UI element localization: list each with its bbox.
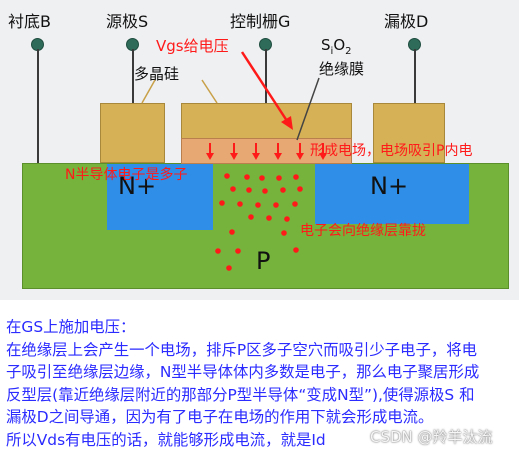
electron-dot xyxy=(284,216,290,222)
terminal-label-source: 源极S xyxy=(106,12,149,31)
n-electrons-annotation: N半导体电子是多子 xyxy=(65,167,188,183)
oxide-label: 绝缘膜 xyxy=(319,60,365,78)
electron-dot xyxy=(246,187,252,193)
electron-dot xyxy=(244,174,250,180)
drain-electrode xyxy=(373,103,445,163)
electron-dot xyxy=(281,230,287,236)
electron-dot xyxy=(259,175,265,181)
field-arrow-head xyxy=(252,153,260,160)
explanation-line: 在绝缘层上会产生一个电场，排斥P区多子空穴而吸引少子电子，将电 xyxy=(6,340,478,359)
electron-dot xyxy=(219,200,225,206)
electron-dot xyxy=(226,265,232,271)
electron-dot xyxy=(276,175,282,181)
electron-dot xyxy=(293,174,299,180)
field-arrow-head xyxy=(319,153,327,160)
source-terminal-wire xyxy=(132,49,134,103)
n-plus-left-label: N+ xyxy=(118,172,157,200)
explanation-line: 在GS上施加电压： xyxy=(6,318,136,336)
electron-dot xyxy=(235,248,241,254)
electron-dot xyxy=(230,186,236,192)
electron-dot xyxy=(292,201,298,207)
n-plus-right-label: N+ xyxy=(370,172,409,200)
electron-dot xyxy=(262,188,268,194)
polysilicon-leader-2 xyxy=(201,79,218,104)
polysilicon-leader xyxy=(141,79,156,104)
electron-dot xyxy=(248,214,254,220)
oxide-formula-label: SiO2 xyxy=(321,36,352,57)
explanation-line: 所以Vds有电压的话，就能够形成电流，就是Id xyxy=(6,430,326,449)
terminal-label-gate: 控制栅G xyxy=(230,12,291,31)
electrons xyxy=(215,173,303,271)
vgs-annotation: Vgs给电压 xyxy=(156,37,229,55)
field-arrow-head xyxy=(296,153,304,160)
electron-dot xyxy=(273,202,279,208)
explanation-line: 反型层(靠近绝缘层附近的那部分P型半导体“变成N型”),使得源极S 和 xyxy=(6,385,475,404)
oxide-leader xyxy=(296,77,320,141)
electron-dot xyxy=(280,187,286,193)
electron-dot xyxy=(215,248,221,254)
drain-terminal-wire xyxy=(414,49,416,103)
field-arrow-head xyxy=(230,153,238,160)
electron-dot xyxy=(237,201,243,207)
electron-dot xyxy=(255,202,261,208)
electron-move-annotation: 电子会向绝缘层靠拢 xyxy=(300,223,426,239)
explanation-text: 在GS上施加电压： 在绝缘层上会产生一个电场，排斥P区多子空穴而吸引少子电子，将… xyxy=(6,316,512,452)
csdn-watermark: CSDN @羚羊汰流 xyxy=(370,428,493,446)
n-plus-right-region xyxy=(315,164,469,224)
electron-dot xyxy=(229,229,235,235)
mosfet-diagram: 衬底B 源极S 控制栅G 漏极D 多晶硅 SiO2 绝缘膜 N+ N+ P Vg… xyxy=(0,0,519,300)
electron-dot xyxy=(293,247,299,253)
electron-dot xyxy=(224,173,230,179)
body-terminal-wire xyxy=(37,49,39,163)
terminal-label-drain: 漏极D xyxy=(384,12,429,31)
source-electrode xyxy=(100,103,165,163)
gate-polysilicon xyxy=(181,103,352,139)
field-arrow-head xyxy=(206,153,214,160)
diagram-overlay xyxy=(141,51,327,271)
p-substrate-label: P xyxy=(256,247,271,275)
vgs-arrow-shaft xyxy=(240,51,291,125)
n-plus-left-region xyxy=(107,164,213,230)
electron-dot xyxy=(266,215,272,221)
terminal-label-body: 衬底B xyxy=(8,12,51,31)
gate-terminal-wire xyxy=(265,49,267,103)
explanation-line: 漏极D之间导通，因为有了电子在电场的作用下就会形成电流。 xyxy=(6,408,434,427)
field-arrow-head xyxy=(274,153,282,160)
electron-dot xyxy=(297,186,303,192)
explanation-line: 子吸引至绝缘层边缘，N型半导体体内多数是电子，那么电子聚居形成 xyxy=(6,363,480,382)
field-annotation: 形成电场，电场吸引P内电 xyxy=(310,143,473,159)
polysilicon-label: 多晶硅 xyxy=(134,65,180,83)
field-arrows xyxy=(206,143,327,160)
vgs-arrow-head xyxy=(281,116,293,130)
